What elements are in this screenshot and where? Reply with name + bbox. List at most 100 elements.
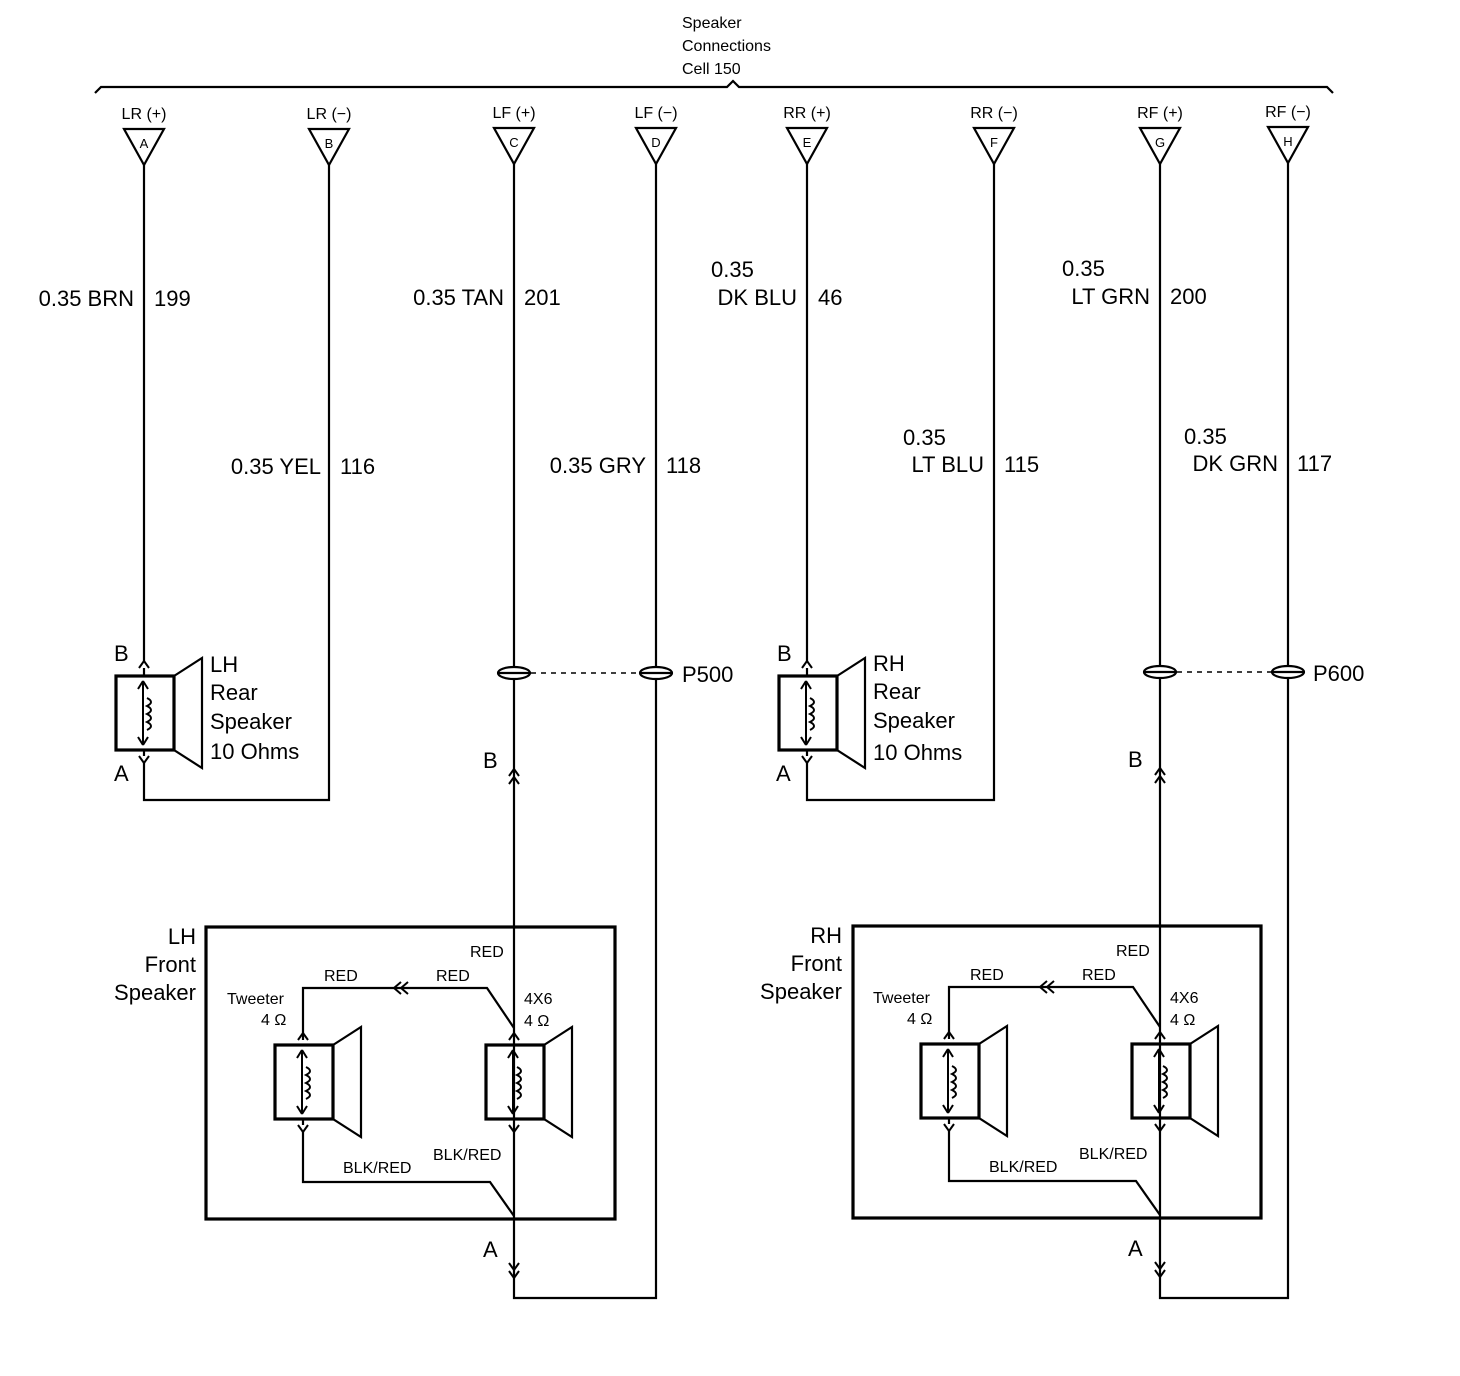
lh-front-box [204, 925, 617, 1221]
terminal-pin-f: F [990, 135, 998, 150]
rh-rear-speaker-icon [777, 656, 867, 770]
wire-color-lf-neg: 0.35 GRY [550, 453, 647, 478]
p600-mark-rf-pos [1141, 664, 1179, 680]
lh-front-label-2: Front [145, 952, 196, 977]
rh-front-speaker: B RH Front Speaker RED RED RED Tweeter 4… [760, 747, 1263, 1279]
rh-rear-speaker: B A RH Rear Speaker 10 Ohms [776, 641, 962, 786]
rh-front-blkred-tweeter: BLK/RED [989, 1159, 1057, 1176]
rh-front-wire-red [947, 985, 1161, 1039]
lh-front-wire-red [301, 986, 515, 1040]
wire-color-lf-pos: 0.35 TAN [413, 285, 504, 310]
rh-rear-connector-top [801, 659, 813, 669]
wire-lf-neg [512, 164, 658, 1300]
p600-mark-rf-neg [1269, 664, 1307, 680]
lh-front-woofer-label: 4X6 [524, 991, 553, 1008]
connector-label-p600: P600 [1313, 661, 1364, 686]
rh-front-pin-a: A [1128, 1236, 1143, 1261]
wire-color-lr-neg: 0.35 YEL [231, 454, 321, 479]
wire-circuit-rr-neg: 115 [1004, 452, 1039, 477]
terminal-label-rf-pos: RF (+) [1137, 105, 1183, 122]
terminal-row: LR (+) A LR (−) B LF (+) C LF (−) D RR (… [122, 104, 1311, 168]
header-line-1: Speaker [682, 15, 742, 32]
lh-front-red-main: RED [470, 944, 504, 961]
connector-p600: P600 [1141, 661, 1364, 686]
rh-front-connector-tweeter [1038, 980, 1055, 994]
terminal-pin-c: C [509, 135, 518, 150]
lh-rear-speaker-icon [114, 656, 204, 770]
wire-gauge-rf-neg: 0.35 [1184, 424, 1227, 449]
wire-circuit-rf-pos: 200 [1170, 284, 1207, 309]
rh-front-connector-b [1154, 766, 1166, 784]
terminal-label-lr-pos: LR (+) [122, 106, 167, 123]
wire-circuit-rf-neg: 117 [1297, 451, 1332, 476]
rh-front-tweeter-ohm: 4 Ω [907, 1011, 932, 1028]
rh-rear-pin-b: B [777, 641, 792, 666]
wire-circuit-lr-neg: 116 [340, 454, 375, 479]
terminal-label-lf-neg: LF (−) [634, 105, 677, 122]
rh-front-woofer-icon [1130, 1024, 1220, 1138]
lh-front-red-woofer: RED [436, 968, 470, 985]
wire-circuit-lf-neg: 118 [666, 453, 701, 478]
terminal-triangle-h [1266, 125, 1310, 166]
rh-rear-label-2: Rear [873, 679, 921, 704]
lh-front-connector-b [508, 767, 520, 785]
terminal-label-rr-pos: RR (+) [783, 105, 831, 122]
connector-p500: P500 [495, 662, 733, 687]
lh-rear-label-3: Speaker [210, 709, 292, 734]
header-bracket [94, 79, 1334, 94]
wire-color-rr-neg: LT BLU [911, 452, 984, 477]
terminal-pin-b: B [325, 136, 334, 151]
wire-labels: 0.35 BRN 199 0.35 YEL 116 0.35 TAN 201 0… [39, 256, 1332, 479]
wire-color-rf-pos: LT GRN [1071, 284, 1150, 309]
lh-rear-label-1: LH [210, 652, 238, 677]
lh-rear-connector-bottom [138, 755, 150, 765]
wires [142, 163, 1290, 1300]
terminal-triangle-e [785, 126, 829, 167]
lh-rear-label-4: 10 Ohms [210, 739, 299, 764]
terminal-label-rr-neg: RR (−) [970, 105, 1018, 122]
rh-front-label-1: RH [810, 923, 842, 948]
header-label: Speaker Connections Cell 150 [682, 15, 771, 78]
lh-front-tweeter-icon [273, 1025, 363, 1139]
rh-front-woofer-ohm: 4 Ω [1170, 1012, 1195, 1029]
lh-front-woofer-ohm: 4 Ω [524, 1013, 549, 1030]
rh-front-label-2: Front [791, 951, 842, 976]
rh-rear-pin-a: A [776, 761, 791, 786]
terminal-pin-g: G [1155, 135, 1165, 150]
lh-front-pin-a: A [483, 1237, 498, 1262]
rh-rear-label-3: Speaker [873, 708, 955, 733]
rh-front-blkred-woofer: BLK/RED [1079, 1146, 1147, 1163]
rh-front-tweeter-icon [919, 1024, 1009, 1138]
terminal-pin-h: H [1283, 134, 1292, 149]
lh-front-woofer-icon [484, 1025, 574, 1139]
wire-rf-neg [1158, 163, 1290, 1300]
wire-lr-neg [142, 165, 331, 802]
terminal-label-lr-neg: LR (−) [307, 106, 352, 123]
lh-front-tweeter-label: Tweeter [227, 991, 285, 1008]
terminal-triangle-d [634, 126, 678, 167]
rh-front-pin-b: B [1128, 747, 1143, 772]
wire-gauge-rf-pos: 0.35 [1062, 256, 1105, 281]
wire-circuit-rr-pos: 46 [818, 285, 842, 310]
lh-front-connector-tweeter [392, 981, 409, 995]
rh-rear-label-4: 10 Ohms [873, 740, 962, 765]
lh-front-label-3: Speaker [114, 980, 196, 1005]
lh-rear-label-2: Rear [210, 680, 258, 705]
terminal-pin-e: E [803, 135, 812, 150]
lh-front-label-1: LH [168, 924, 196, 949]
rh-rear-connector-bottom [801, 755, 813, 765]
terminal-triangle-b [307, 127, 351, 168]
lh-front-pin-b: B [483, 748, 498, 773]
terminal-triangle-g [1138, 126, 1182, 167]
lh-rear-pin-b: B [114, 641, 129, 666]
lh-front-blkred-woofer: BLK/RED [433, 1147, 501, 1164]
lh-rear-speaker: B A LH Rear Speaker 10 Ohms [114, 641, 299, 786]
lh-rear-connector-top [138, 659, 150, 669]
terminal-label-rf-neg: RF (−) [1265, 104, 1311, 121]
lh-front-blkred-tweeter: BLK/RED [343, 1160, 411, 1177]
connector-label-p500: P500 [682, 662, 733, 687]
p500-mark-lf-neg [637, 665, 675, 681]
terminal-pin-d: D [651, 135, 660, 150]
rh-front-red-main: RED [1116, 943, 1150, 960]
